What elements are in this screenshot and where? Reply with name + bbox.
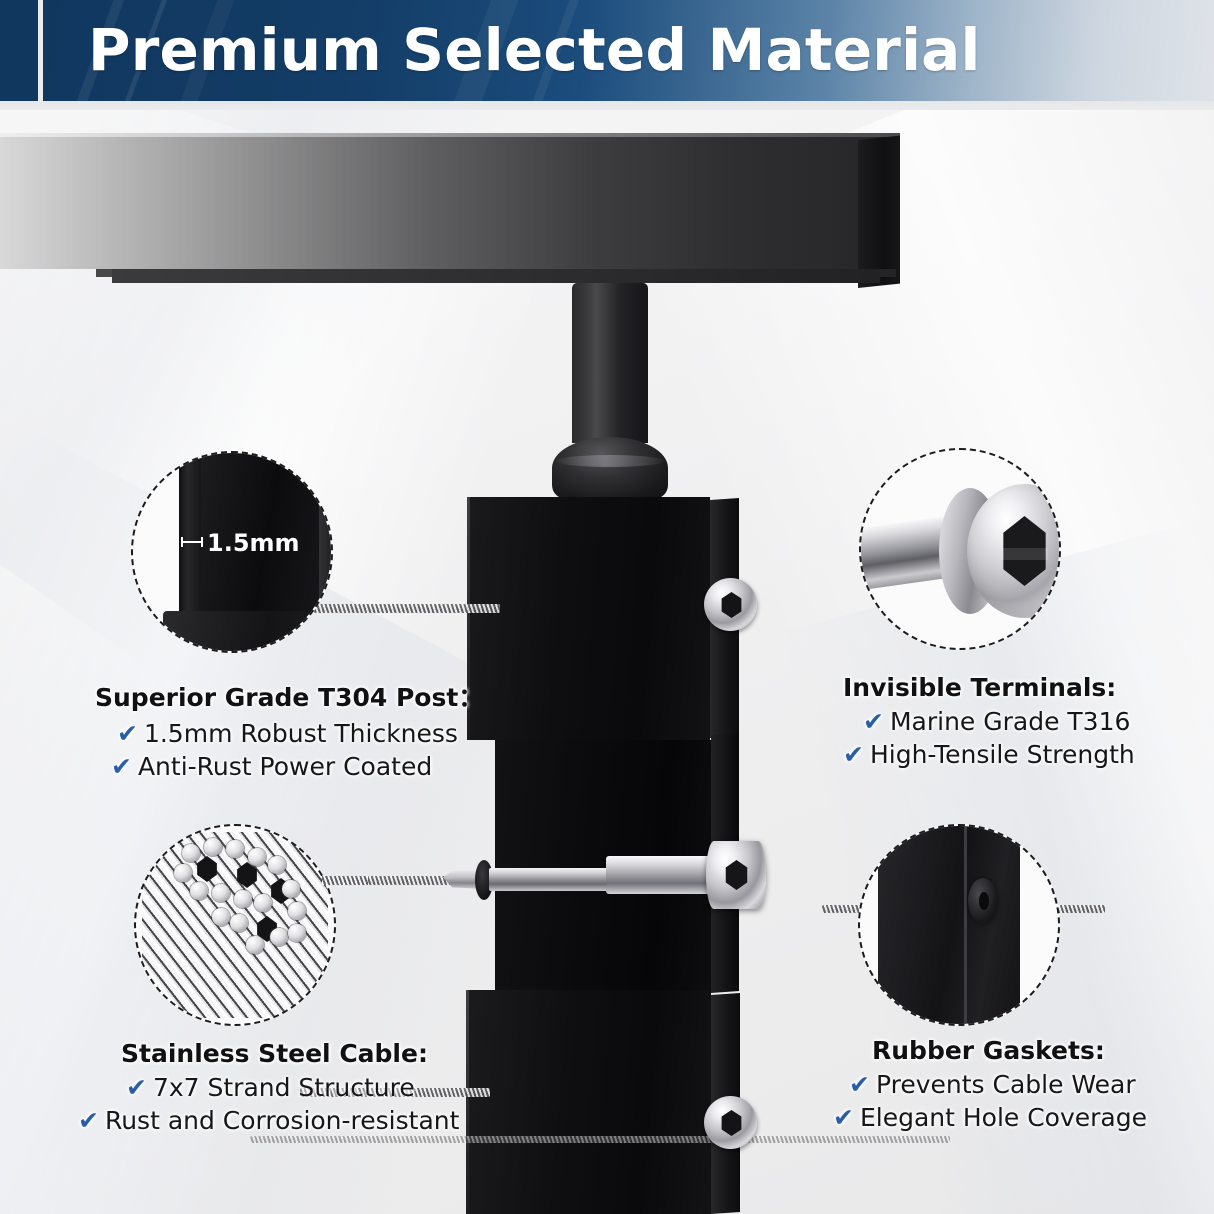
- strand-core: [197, 856, 217, 882]
- feature-bullet-text: Anti-Rust Power Coated: [137, 751, 433, 781]
- feature-bullet-text: High-Tensile Strength: [869, 739, 1135, 769]
- post-edge-highlight: [467, 497, 470, 740]
- post-adapter: [572, 283, 648, 443]
- header-divider: [38, 0, 43, 101]
- callout-terminal: [859, 448, 1061, 650]
- cable-line: [1035, 905, 1105, 913]
- thickness-label: 1.5mm: [207, 529, 300, 557]
- wire-strand: [230, 914, 248, 932]
- swage-terminal-body: [606, 856, 714, 894]
- feature-block-cable: Stainless Steel Cable: ✔7x7 Strand Struc…: [78, 1039, 459, 1137]
- hex-socket-sheen: [1001, 548, 1048, 560]
- callout-gasket: [858, 824, 1060, 1026]
- dimension-arrow-icon: [181, 537, 203, 547]
- wire-strand: [226, 840, 244, 858]
- wire-strand: [204, 838, 222, 856]
- feature-block-gaskets: Rubber Gaskets: ✔Prevents Cable Wear ✔El…: [833, 1036, 1147, 1134]
- wire-strand: [282, 880, 300, 898]
- wire-strand: [212, 908, 230, 926]
- post-adapter-neck: [552, 437, 668, 499]
- feature-bullet: ✔7x7 Strand Structure: [126, 1072, 459, 1105]
- check-icon: ✔: [833, 1102, 854, 1132]
- cable-line: [300, 604, 500, 613]
- feature-bullet: ✔Elegant Hole Coverage: [833, 1102, 1147, 1135]
- check-icon: ✔: [863, 707, 884, 736]
- header-banner: Premium Selected Material: [0, 0, 1214, 101]
- feature-bullet: ✔Rust and Corrosion-resistant: [78, 1105, 459, 1138]
- check-icon: ✔: [849, 1070, 870, 1099]
- cable-tail: [322, 876, 368, 885]
- hex-socket-icon: [721, 1110, 742, 1136]
- cable-line: [300, 1088, 490, 1097]
- post-lower-section: [466, 990, 711, 1214]
- wire-rope-end-icon: [142, 832, 328, 1018]
- wire-strand: [268, 856, 286, 874]
- strand-core: [237, 862, 257, 888]
- handrail-base-plate: [112, 269, 880, 283]
- handrail: [0, 137, 900, 269]
- feature-bullet-text: 1.5mm Robust Thickness: [143, 719, 458, 748]
- feature-title: Rubber Gaskets:: [872, 1036, 1105, 1065]
- post-seam: [964, 826, 967, 1024]
- post-base-block: [163, 611, 331, 651]
- feature-block-post: Superior Grade T304 Post： ✔1.5mm Robust …: [95, 678, 483, 783]
- check-icon: ✔: [78, 1105, 99, 1135]
- wire-strand: [190, 882, 208, 900]
- feature-title: Superior Grade T304 Post：: [95, 683, 484, 712]
- swage-terminal-shaft: [489, 868, 611, 891]
- rubber-gasket-icon: [475, 860, 493, 900]
- wire-strand: [246, 936, 264, 954]
- header-underline: [0, 101, 1214, 110]
- feature-bullet-text: Rust and Corrosion-resistant: [104, 1105, 460, 1135]
- cable-ferrule: [443, 869, 485, 889]
- wire-strand: [182, 844, 200, 862]
- post-inner-face: [201, 453, 323, 611]
- post-upper-section: [467, 497, 710, 740]
- feature-title: Invisible Terminals:: [843, 673, 1117, 702]
- feature-bullet: ✔Anti-Rust Power Coated: [111, 751, 483, 784]
- post-outer-face: [319, 453, 331, 629]
- check-icon: ✔: [126, 1073, 147, 1102]
- feature-bullet: ✔Marine Grade T316: [863, 706, 1135, 739]
- feature-bullet: ✔High-Tensile Strength: [843, 739, 1135, 772]
- wire-strand: [234, 890, 252, 908]
- feature-bullet-text: 7x7 Strand Structure: [152, 1073, 415, 1102]
- callout-post-thickness: 1.5mm: [131, 451, 333, 653]
- wire-strand: [288, 902, 306, 920]
- wire-strand: [174, 864, 192, 882]
- hex-socket-icon: [721, 592, 742, 618]
- wire-strand: [270, 928, 288, 946]
- feature-bullet-text: Elegant Hole Coverage: [859, 1102, 1148, 1132]
- wire-strand: [254, 894, 272, 912]
- wire-strand: [288, 924, 306, 942]
- cable-line: [250, 1136, 950, 1143]
- post-adapter-ring: [556, 455, 664, 467]
- feature-bullet: ✔1.5mm Robust Thickness: [117, 718, 483, 751]
- handrail-top-edge: [0, 133, 900, 138]
- cable-line: [822, 905, 862, 913]
- feature-bullet: ✔Prevents Cable Wear: [849, 1069, 1147, 1102]
- feature-bullet-text: Marine Grade T316: [889, 707, 1131, 736]
- feature-bullet-text: Prevents Cable Wear: [875, 1070, 1136, 1099]
- handrail-end-cap: [858, 135, 900, 288]
- feature-title: Stainless Steel Cable:: [121, 1039, 428, 1068]
- callout-cable: [134, 824, 336, 1026]
- post-edge-highlight: [466, 990, 469, 1214]
- check-icon: ✔: [117, 719, 138, 748]
- grommet-hole: [979, 892, 989, 910]
- hex-socket-icon: [1003, 516, 1046, 586]
- cable-line: [300, 876, 490, 885]
- wire-strand: [248, 848, 266, 866]
- wire-strand: [212, 884, 230, 902]
- hex-socket-icon: [725, 860, 748, 890]
- check-icon: ✔: [843, 739, 864, 769]
- check-icon: ✔: [111, 751, 132, 781]
- post-body: [878, 826, 1020, 1024]
- feature-block-terminals: Invisible Terminals: ✔Marine Grade T316 …: [843, 673, 1135, 771]
- page-title: Premium Selected Material: [88, 16, 981, 84]
